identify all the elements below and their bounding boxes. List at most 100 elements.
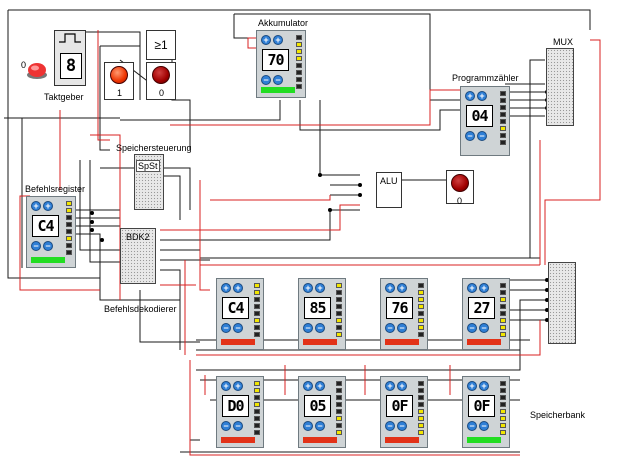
minus-icon[interactable]: − — [303, 323, 313, 333]
clock-label: Taktgeber — [44, 92, 84, 102]
lamp-panel-1 — [104, 62, 134, 100]
minus-icon[interactable]: − — [385, 421, 395, 431]
clock-zero-label: 0 — [21, 60, 27, 70]
memory-cell[interactable]: ++05 −− — [298, 376, 346, 448]
led-column — [418, 381, 424, 437]
instr-reg-value: C4 — [32, 215, 59, 237]
minus-icon[interactable]: − — [465, 131, 475, 141]
plus-icon[interactable]: + — [31, 201, 41, 211]
program-counter-label: Programmzähler — [452, 73, 519, 83]
led-column — [418, 283, 424, 339]
minus-icon[interactable]: − — [385, 323, 395, 333]
mux-top-label: MUX — [553, 37, 573, 47]
minus-icon[interactable]: − — [303, 421, 313, 431]
plus-icon[interactable]: + — [465, 91, 475, 101]
plus-icon[interactable]: + — [315, 283, 325, 293]
minus-icon[interactable]: − — [43, 241, 53, 251]
plus-icon[interactable]: + — [385, 283, 395, 293]
plus-icon[interactable]: + — [43, 201, 53, 211]
program-counter-register[interactable]: + + 04 − − — [460, 86, 510, 156]
alu-label: ALU — [380, 176, 398, 186]
instruction-decoder — [120, 228, 156, 284]
plus-icon[interactable]: + — [303, 381, 313, 391]
minus-icon[interactable]: − — [467, 421, 477, 431]
plus-icon[interactable]: + — [221, 283, 231, 293]
minus-icon[interactable]: − — [221, 421, 231, 431]
status-bar-red — [467, 339, 501, 345]
red-lamp-icon — [451, 174, 469, 192]
memory-cell[interactable]: ++76−− — [380, 278, 428, 350]
accumulator-value: 70 — [262, 49, 289, 71]
clock-generator[interactable]: 8 — [54, 30, 86, 86]
program-counter-value: 04 — [466, 105, 493, 127]
status-bar-red — [385, 339, 419, 345]
lamp2-value: 0 — [159, 88, 165, 98]
minus-icon[interactable]: − — [261, 75, 271, 85]
memory-cell[interactable]: ++0F −− — [380, 376, 428, 448]
minus-icon[interactable]: − — [479, 421, 489, 431]
memory-cell[interactable]: ++27−− — [462, 278, 510, 350]
plus-icon[interactable]: + — [385, 381, 395, 391]
plus-icon[interactable]: + — [261, 35, 271, 45]
led-column — [500, 283, 506, 339]
minus-icon[interactable]: − — [315, 421, 325, 431]
status-bar-green — [31, 257, 65, 263]
status-bar-green — [467, 437, 501, 443]
plus-icon[interactable]: + — [233, 283, 243, 293]
minus-icon[interactable]: − — [477, 131, 487, 141]
memory-value: C4 — [222, 297, 249, 319]
led-column — [336, 381, 342, 437]
plus-icon[interactable]: + — [397, 283, 407, 293]
plus-icon[interactable]: + — [397, 381, 407, 391]
minus-icon[interactable]: − — [233, 323, 243, 333]
accumulator-register[interactable]: + + 70 − − — [256, 30, 306, 98]
memory-value: 0F — [386, 395, 413, 417]
instruction-register[interactable]: + + C4 − − — [26, 196, 76, 268]
plus-icon[interactable]: + — [467, 283, 477, 293]
clock-push-button[interactable] — [26, 60, 48, 80]
status-bar-red — [221, 339, 255, 345]
plus-icon[interactable]: + — [315, 381, 325, 391]
led-column — [296, 35, 302, 91]
plus-icon[interactable]: + — [233, 381, 243, 391]
plus-icon[interactable]: + — [479, 283, 489, 293]
memory-value: 85 — [304, 297, 331, 319]
status-bar-red — [385, 437, 419, 443]
plus-icon[interactable]: + — [479, 381, 489, 391]
memory-cell[interactable]: ++0F−− — [462, 376, 510, 448]
status-bar-green — [261, 87, 295, 93]
plus-icon[interactable]: + — [221, 381, 231, 391]
plus-icon[interactable]: + — [273, 35, 283, 45]
plus-icon[interactable]: + — [467, 381, 477, 391]
led-column — [66, 201, 72, 257]
minus-icon[interactable]: − — [479, 323, 489, 333]
red-lamp-icon — [152, 66, 170, 84]
memory-cell[interactable]: ++ C4 −− — [216, 278, 264, 350]
clock-value: 8 — [60, 53, 82, 79]
plus-icon[interactable]: + — [477, 91, 487, 101]
minus-icon[interactable]: − — [397, 323, 407, 333]
minus-icon[interactable]: − — [233, 421, 243, 431]
memory-cell[interactable]: ++ D0 −− — [216, 376, 264, 448]
status-bar-red — [303, 339, 337, 345]
mux-top — [546, 48, 574, 126]
mem-bank-label: Speicherbank — [530, 410, 586, 420]
status-bar-red — [303, 437, 337, 443]
red-push-button-icon — [27, 63, 47, 79]
mem-control-label: Speichersteuerung — [116, 143, 192, 153]
decoder-label: Befehlsdekodierer — [104, 304, 177, 314]
memory-cell[interactable]: ++85 −− — [298, 278, 346, 350]
led-column — [254, 381, 260, 437]
minus-icon[interactable]: − — [315, 323, 325, 333]
plus-icon[interactable]: + — [303, 283, 313, 293]
minus-icon[interactable]: − — [397, 421, 407, 431]
led-column — [254, 283, 260, 339]
minus-icon[interactable]: − — [31, 241, 41, 251]
accumulator-label: Akkumulator — [258, 18, 309, 28]
minus-icon[interactable]: − — [273, 75, 283, 85]
memory-value: 05 — [304, 395, 331, 417]
minus-icon[interactable]: − — [221, 323, 231, 333]
red-lamp-icon — [110, 66, 128, 84]
memory-value: D0 — [222, 395, 249, 417]
minus-icon[interactable]: − — [467, 323, 477, 333]
